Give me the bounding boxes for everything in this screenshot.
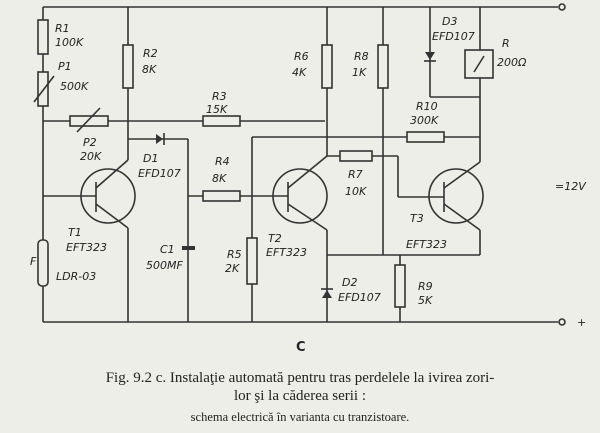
wire [33,75,55,103]
component-label: 8K [212,172,227,185]
component-label: EFD107 [338,291,381,304]
component-label: 8K [142,63,157,76]
component-label: 500MF [146,259,183,272]
caption-line-1: Fig. 9.2 c. Instalaţie automată pentru t… [105,370,495,386]
resistor-r7 [339,150,373,162]
caption-line-2: lor şi la căderea serii : [233,388,367,404]
component-label: R6 [294,50,309,63]
resistor-r6 [321,44,333,89]
component-label: R10 [416,100,438,113]
component-label: EFT323 [406,238,447,251]
component-label: 4K [292,66,307,79]
component-label: R9 [418,280,433,293]
transistor-t3 [428,168,484,224]
resistor-r1 [37,19,49,55]
component-label: 100K [55,36,84,49]
component-label: R1 [55,22,70,35]
component-label: C1 [160,243,175,256]
ldr-f [37,239,49,287]
resistor-r2 [122,44,134,89]
component-label: EFT323 [266,246,307,259]
wire [443,203,481,231]
component-label: T1 [68,226,82,239]
component-label: R [502,37,510,50]
component-label: P1 [58,60,72,73]
component-label: 15K [206,103,228,116]
component-label: 2K [225,262,240,275]
supply-voltage: =12V [555,180,587,193]
wire [95,159,129,189]
caption-line-3: schema electrică în varianta cu tranzist… [190,410,410,424]
component-label: D1 [143,152,158,165]
component-label: 200Ω [497,56,527,69]
component-label: R7 [348,168,363,181]
resistor-r9 [394,264,406,308]
component-label: R8 [354,50,369,63]
component-label: R4 [215,155,230,168]
component-label: 500K [60,80,89,93]
capacitor-c1 [182,246,195,250]
component-label: EFT323 [66,241,107,254]
wire [473,55,485,73]
wire [76,107,101,133]
component-label: LDR-03 [56,270,96,283]
diode-d2 [322,290,332,298]
component-label: 1K [352,66,367,79]
plus-sign: + [577,316,586,329]
terminal-top [558,3,566,11]
component-label: EFD107 [138,167,181,180]
potentiometer-p2 [69,115,109,127]
transistor-t2 [272,168,328,224]
component-label: F [30,255,37,268]
component-label: R3 [212,90,227,103]
component-label: 20K [80,150,102,163]
resistor-r10 [406,131,445,143]
component-label: 300K [410,114,439,127]
circuit-schematic: R1 100K P1 500K P2 20K R2 8K R3 15K D1 E… [30,3,587,329]
terminal-bottom [558,318,566,326]
component-label: T3 [410,212,424,225]
diode-d3 [425,52,435,60]
component-label: 5K [418,294,433,307]
wire [95,203,129,229]
resistor-r3 [202,115,241,127]
resistor-r5 [246,237,258,285]
component-label: P2 [83,136,97,149]
component-label: T2 [268,232,282,245]
figure-letter: C [296,340,306,355]
resistor-r4 [202,190,241,202]
diode-d1 [156,134,163,144]
component-label: 10K [345,185,367,198]
component-label: R5 [227,248,242,261]
component-label: D3 [442,15,457,28]
wire [287,203,328,231]
resistor-r8 [377,44,389,89]
component-label: R2 [143,47,158,60]
wire [443,161,481,189]
component-label: D2 [342,276,357,289]
component-label: EFD107 [432,30,475,43]
wire [287,155,328,189]
